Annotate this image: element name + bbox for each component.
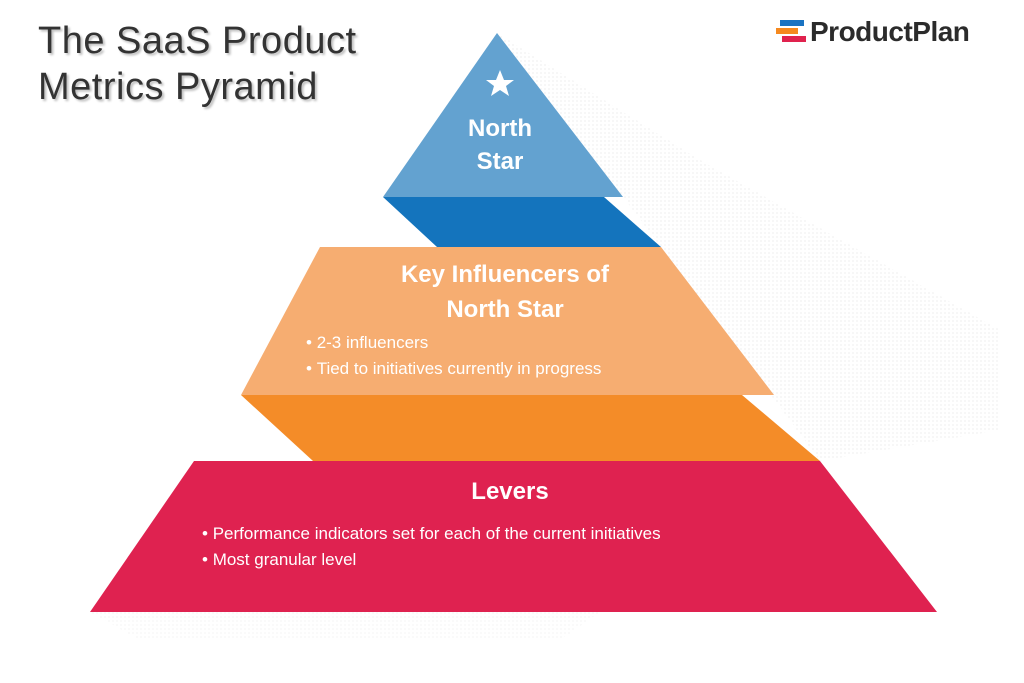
north-star-tier (383, 33, 623, 197)
key-influencers-bullets: 2-3 influencers Tied to initiatives curr… (306, 330, 726, 382)
north-star-heading-line-2: Star (476, 148, 524, 175)
bullet-item: 2-3 influencers (306, 330, 726, 356)
title-line-1: The SaaS Product (38, 20, 357, 62)
star-icon (486, 70, 514, 96)
key-influencers-heading-line-1: Key Influencers of (400, 261, 610, 288)
north-star-heading-line-1: North (468, 115, 532, 142)
bullet-item: Most granular level (202, 547, 842, 573)
logo-mark-icon (776, 20, 808, 44)
productplan-logo: ProductPlan (776, 14, 970, 50)
bullet-item: Performance indicators set for each of t… (202, 521, 842, 547)
north-star-side (383, 197, 661, 247)
base-shadow (90, 612, 600, 640)
levers-bullets: Performance indicators set for each of t… (202, 521, 842, 573)
north-star-heading: North Star (440, 112, 560, 178)
bullet-item: Tied to initiatives currently in progres… (306, 356, 726, 382)
key-influencers-heading-line-2: North Star (446, 296, 564, 323)
key-influencers-side (241, 395, 820, 461)
title-line-2: Metrics Pyramid (38, 66, 318, 108)
logo-text: ProductPlan (810, 16, 970, 47)
levers-heading: Levers (400, 477, 620, 507)
diagram-title: The SaaS Product Metrics Pyramid (38, 18, 357, 110)
pyramid-shadow (497, 33, 1000, 461)
levers-heading-line-1: Levers (471, 478, 549, 505)
key-influencers-heading: Key Influencers of North Star (340, 257, 670, 327)
